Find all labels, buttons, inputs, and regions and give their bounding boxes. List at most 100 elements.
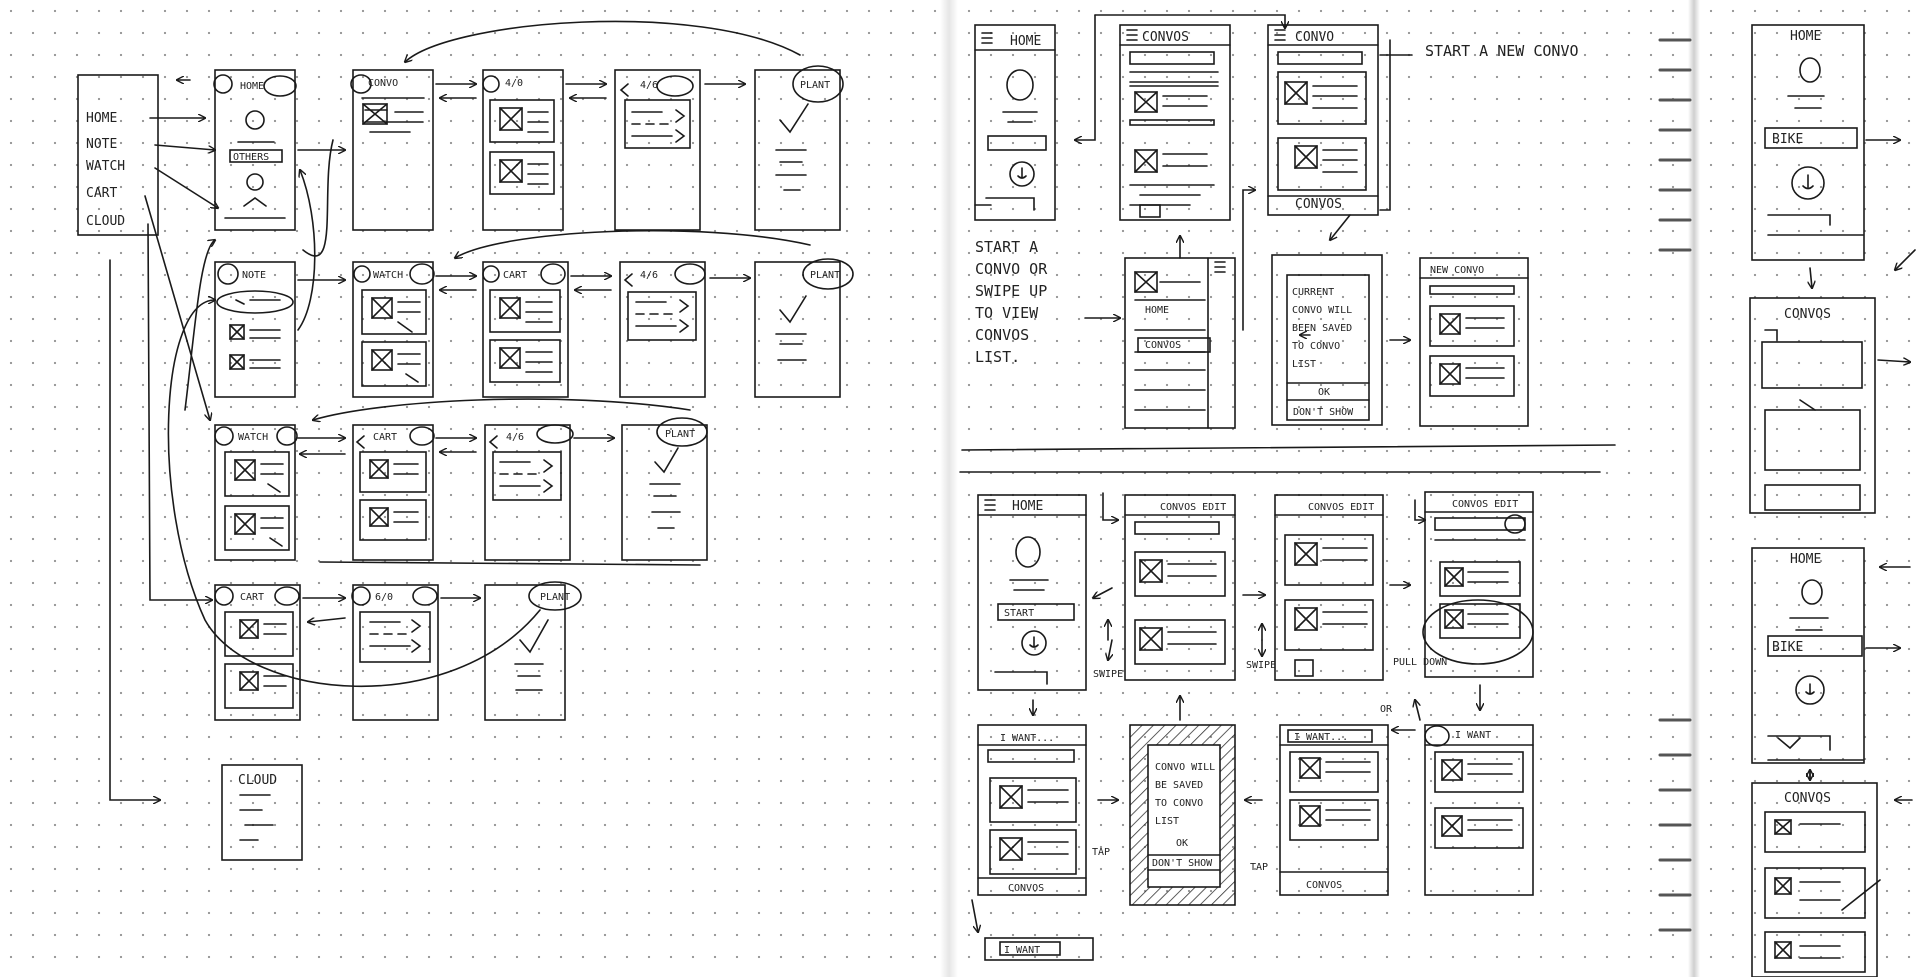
arrow — [1075, 14, 1096, 140]
phone-frame-watch — [352, 261, 435, 398]
note-start-convo-line6: LIST. — [975, 348, 1020, 366]
frame-label-plant: PLANT — [800, 80, 830, 91]
dialog-text-line5: LIST — [1292, 359, 1316, 370]
frame-label-plant-2: PLANT — [810, 270, 840, 281]
note-start-convo-line4: TO VIEW — [975, 304, 1039, 322]
notebook-spine — [1688, 0, 1700, 977]
phone-frame-convos-edit-2 — [1274, 494, 1384, 681]
frame-label-fraction-2: 4/6 — [640, 270, 658, 281]
frame-label-fraction-4: 6/0 — [375, 592, 393, 603]
menu-label-cart: CART — [86, 186, 117, 201]
phone-frame-cart-4 — [214, 584, 301, 721]
arrow — [109, 80, 218, 800]
frame-label-home: HOME — [240, 81, 264, 92]
frame-label-i-want-2: I WANT... — [1294, 732, 1348, 743]
frame-label-convos-edit: CONVOS EDIT — [1160, 502, 1226, 513]
frame-label-i-want-3: I WANT — [1455, 730, 1491, 741]
phone-frame-home-bottom — [977, 494, 1087, 691]
phone-frame-plant — [754, 65, 844, 231]
phone-frame-convos-edit — [1124, 494, 1236, 681]
phone-frame-plant-4 — [484, 581, 582, 721]
gesture-label-tap-2: TAP — [1250, 862, 1268, 873]
arrow — [1810, 267, 1812, 288]
field-label-bike: BIKE — [1772, 132, 1803, 147]
note-start-convo-line1: START A — [975, 238, 1038, 256]
sketch-labels: HOME NOTE WATCH CART CLOUD HOME OTHERS C… — [86, 29, 1831, 956]
phone-frame-save-dialog — [1129, 724, 1236, 906]
arrow — [1414, 499, 1425, 520]
frame-label-watch-2: WATCH — [238, 432, 268, 443]
arrow — [1108, 639, 1112, 660]
note-start-new-convo: START A NEW CONVO — [1425, 42, 1579, 60]
frame-label-cart-count: 4/0 — [505, 78, 523, 89]
phone-frame-menu-mid — [1124, 257, 1236, 429]
phone-frame-new-convo — [1419, 257, 1529, 427]
phone-frame-cloud — [221, 764, 303, 861]
frame-label-convos-edit-3: CONVOS EDIT — [1452, 499, 1518, 510]
phone-frame-home-right-2 — [1751, 547, 1900, 764]
gesture-label-swipe: SWIPE — [1093, 669, 1123, 680]
save-dialog-line2: BE SAVED — [1155, 780, 1203, 791]
phone-frame-convos — [1119, 24, 1231, 221]
frame-label-cloud: CLOUD — [238, 773, 277, 788]
phone-frame-dialog-mid — [1271, 254, 1383, 426]
frame-label-cart-3: CART — [240, 592, 264, 603]
frame-label-convos-right-2: CONVOS — [1784, 791, 1831, 806]
phone-frame-convos-right — [1749, 297, 1910, 514]
arrow — [1895, 249, 1916, 270]
dialog-text-line1: CURRENT — [1292, 287, 1334, 298]
menu-label-watch: WATCH — [86, 159, 125, 174]
save-dialog-line3: TO CONVO — [1155, 798, 1203, 809]
frame-label-cart-2: CART — [373, 432, 397, 443]
phone-frame-watch-2 — [214, 424, 298, 561]
phone-frame-plant-3 — [621, 417, 708, 561]
frame-label-cart: CART — [503, 270, 527, 281]
save-dialog-dont-show: DON'T SHOW — [1152, 858, 1213, 869]
phone-frame-plant-2 — [754, 258, 854, 398]
arrow — [971, 899, 978, 932]
arrow — [313, 398, 691, 420]
phone-frame-cart-2 — [482, 261, 569, 398]
arrow — [1415, 700, 1421, 721]
label-or: OR — [1380, 704, 1393, 715]
frame-label-watch: WATCH — [373, 270, 403, 281]
phone-frame-convos-right-2 — [1751, 782, 1881, 977]
page-gutter-left — [940, 0, 958, 977]
frame-label-start: START — [1004, 608, 1034, 619]
frame-label-home-right: HOME — [1790, 29, 1821, 44]
i-want-bar — [984, 937, 1094, 961]
frame-label-convo: CONVO — [368, 78, 398, 89]
phone-frame-checkout-2 — [619, 261, 706, 398]
frame-label-convos-bottom: CONVOS — [1008, 883, 1044, 894]
gesture-label-pull-down: PULL DOWN — [1393, 657, 1447, 668]
dialog-text-line3: BEEN SAVED — [1292, 323, 1352, 334]
arrow — [405, 20, 801, 62]
frame-label-fraction: 4/6 — [640, 80, 658, 91]
note-start-convo-line2: CONVO OR — [975, 260, 1048, 278]
middle-notebook-page — [958, 0, 1688, 977]
menu-label-note: NOTE — [86, 137, 117, 152]
arrow — [1379, 39, 1391, 211]
arrow — [1094, 14, 1285, 28]
save-dialog-ok: OK — [1176, 838, 1188, 849]
phone-frame-checkout — [614, 69, 701, 231]
arrow — [297, 170, 316, 331]
phone-frame-convo-mid — [1267, 24, 1379, 216]
note-start-convo-line5: CONVOS — [975, 326, 1029, 344]
arrow — [1102, 492, 1118, 520]
menu-label-home: HOME — [86, 111, 117, 126]
frame-label-convos-right: CONVOS — [1784, 307, 1831, 322]
gesture-label-tap: TAP — [1092, 847, 1110, 858]
phone-frame-checkout-3 — [484, 424, 574, 561]
arrow — [1242, 190, 1255, 331]
right-notebook-page — [1700, 0, 1920, 977]
frame-label-others: OTHERS — [233, 152, 269, 163]
save-dialog-line1: CONVO WILL — [1155, 762, 1215, 773]
arrow — [167, 300, 541, 688]
dialog-text-line2: CONVO WILL — [1292, 305, 1352, 316]
section-divider — [961, 444, 1616, 451]
phone-frame-home-mid — [974, 24, 1056, 221]
arrow — [1330, 214, 1351, 240]
phone-frame-i-want-2 — [1279, 724, 1389, 896]
